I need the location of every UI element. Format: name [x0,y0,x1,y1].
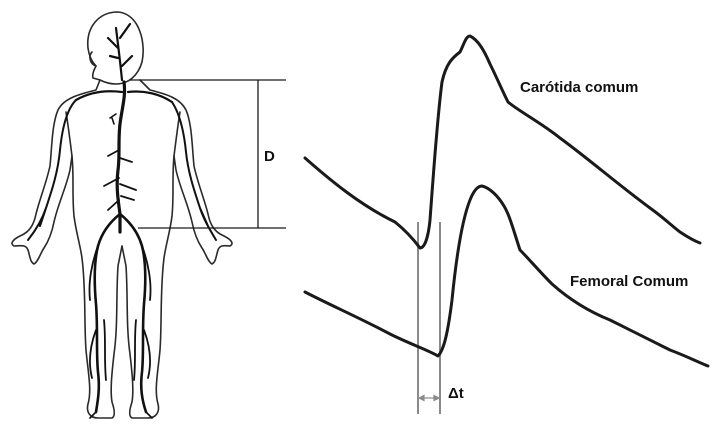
delta-t-guides [418,222,440,414]
renal-branches [110,114,116,124]
femoral-label: Femoral Comum [570,273,688,290]
head-artery-branches [108,24,132,80]
distance-measurement [130,80,286,228]
head-outline [88,12,143,84]
delta-t-label: Δt [448,385,464,402]
aorta [117,82,124,232]
delta-t-arrow [419,396,439,401]
leg-secondary-arteries [89,246,150,380]
distance-label: D [264,148,275,165]
carotid-pulse-wave [305,36,700,248]
feet-arteries [90,412,152,418]
carotid-label: Carótida comum [520,79,638,96]
